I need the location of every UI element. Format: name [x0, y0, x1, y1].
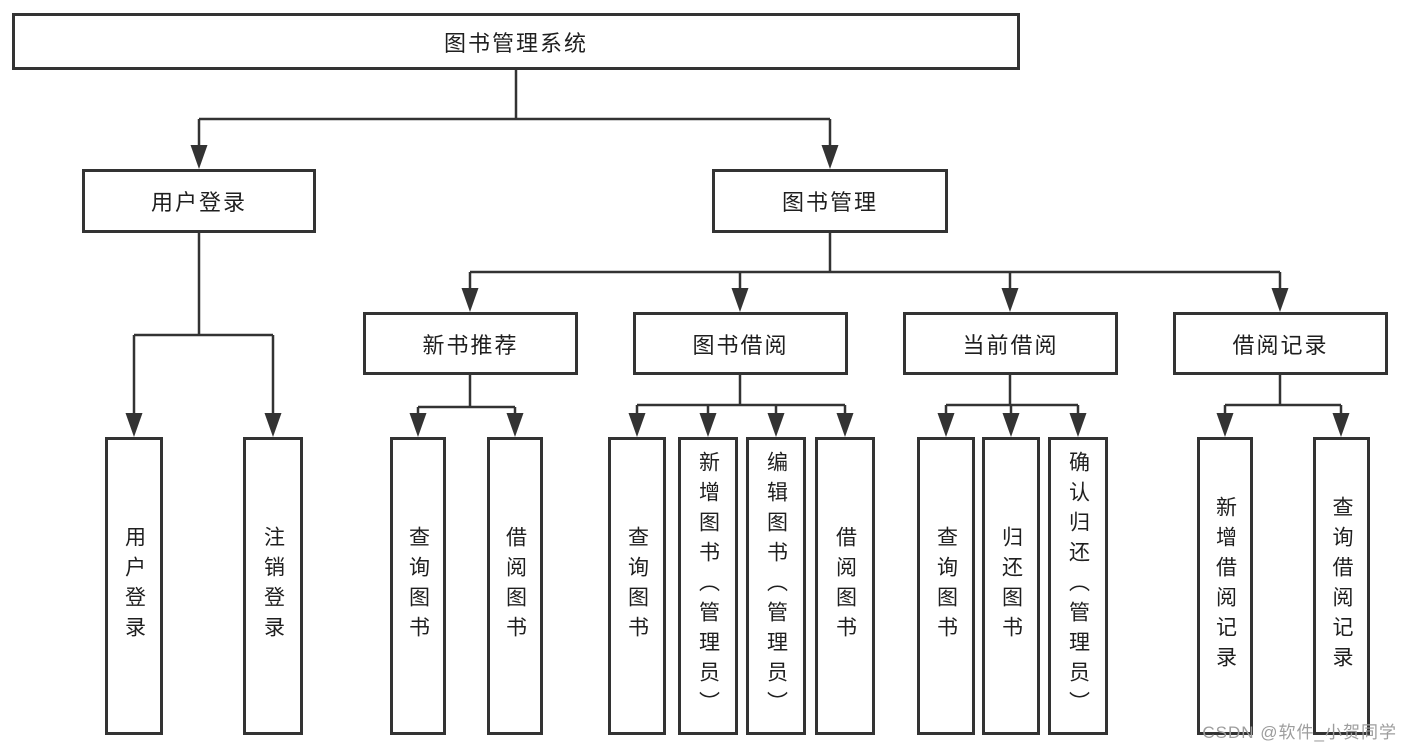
arrow-down-icon — [821, 145, 839, 169]
arrow-down-icon — [731, 288, 749, 312]
leaf-query-borrow-record: 查询借阅记录 — [1313, 437, 1370, 735]
node-label: 借阅图书 — [833, 526, 857, 646]
node-label: 借阅图书 — [503, 526, 527, 646]
node-label: 编辑图书（管理员） — [764, 451, 788, 721]
node-label: 归还图书 — [999, 526, 1023, 646]
leaf-confirm-return-admin: 确认归还（管理员） — [1048, 437, 1108, 735]
arrow-down-icon — [461, 288, 479, 312]
node-label: 借阅记录 — [1232, 332, 1329, 358]
arrow-down-icon — [836, 413, 854, 437]
node-label: 新增图书（管理员） — [696, 451, 720, 721]
node-label: 新增借阅记录 — [1213, 496, 1237, 676]
node-book-management: 图书管理 — [712, 169, 948, 233]
node-user-login: 用户登录 — [82, 169, 316, 233]
arrow-down-icon — [1216, 413, 1234, 437]
leaf-add-books-admin: 新增图书（管理员） — [678, 437, 738, 735]
arrow-down-icon — [767, 413, 785, 437]
arrow-down-icon — [1001, 288, 1019, 312]
leaf-borrow-books-recommend: 借阅图书 — [487, 437, 543, 735]
node-borrowing-records: 借阅记录 — [1173, 312, 1388, 375]
node-label: 用户登录 — [122, 526, 146, 646]
leaf-borrow-books: 借阅图书 — [815, 437, 875, 735]
node-library-management-system: 图书管理系统 — [12, 13, 1020, 70]
node-label: 图书借阅 — [692, 332, 789, 358]
arrow-down-icon — [1271, 288, 1289, 312]
arrow-down-icon — [409, 413, 427, 437]
node-label: 注销登录 — [261, 526, 285, 646]
node-label: 查询图书 — [625, 526, 649, 646]
arrow-down-icon — [190, 145, 208, 169]
node-label: 查询借阅记录 — [1330, 496, 1353, 676]
arrow-down-icon — [264, 413, 282, 437]
leaf-query-books-borrow: 查询图书 — [608, 437, 666, 735]
node-label: 图书管理系统 — [443, 30, 588, 56]
arrow-down-icon — [1002, 413, 1020, 437]
node-book-borrowing: 图书借阅 — [633, 312, 848, 375]
node-label: 图书管理 — [781, 190, 878, 215]
node-label: 确认归还（管理员） — [1066, 451, 1090, 721]
arrow-down-icon — [1332, 413, 1350, 437]
arrow-down-icon — [699, 413, 717, 437]
node-label: 新书推荐 — [422, 332, 519, 358]
leaf-query-books-current: 查询图书 — [917, 437, 975, 735]
connector-lines — [132, 70, 1343, 415]
arrow-down-icon — [628, 413, 646, 437]
node-label: 查询图书 — [934, 526, 958, 646]
arrow-down-icon — [506, 413, 524, 437]
arrow-down-icon — [125, 413, 143, 437]
leaf-add-borrow-record: 新增借阅记录 — [1197, 437, 1253, 735]
arrowhead-icons — [125, 145, 1350, 437]
leaf-query-books-recommend: 查询图书 — [390, 437, 446, 735]
node-label: 用户登录 — [150, 190, 247, 215]
node-current-borrowing: 当前借阅 — [903, 312, 1118, 375]
leaf-logout: 注销登录 — [243, 437, 303, 735]
node-label: 查询图书 — [406, 526, 430, 646]
leaf-user-login: 用户登录 — [105, 437, 163, 735]
node-new-book-recommendation: 新书推荐 — [363, 312, 578, 375]
arrow-down-icon — [1069, 413, 1087, 437]
leaf-return-books: 归还图书 — [982, 437, 1040, 735]
node-label: 当前借阅 — [962, 332, 1059, 358]
leaf-edit-books-admin: 编辑图书（管理员） — [746, 437, 806, 735]
watermark-text: CSDN @软件_小贺同学 — [1202, 723, 1397, 742]
arrow-down-icon — [937, 413, 955, 437]
